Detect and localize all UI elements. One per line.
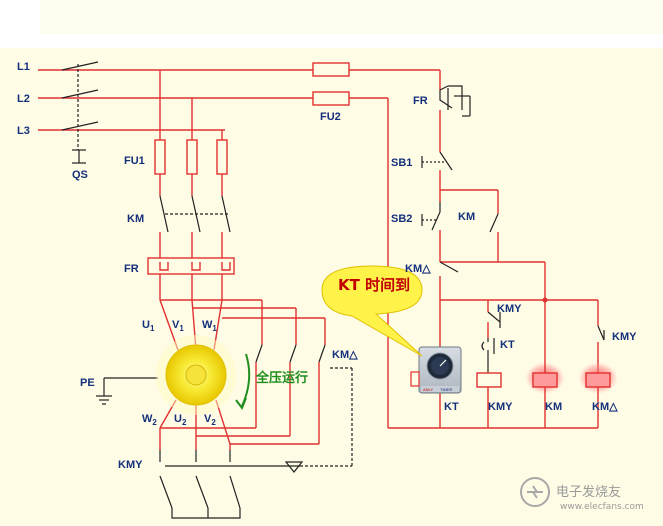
labels: L1 L2 L3 QS FU1 FU2 KM FR U1 V1 W1 W2 U2… (17, 61, 637, 471)
top-banner (0, 0, 663, 44)
label-coil-kmy: KMY (488, 401, 513, 413)
timer-relay: ANLY TIMER (410, 346, 462, 394)
label-coil-km: KM (545, 401, 562, 413)
top-banner-bar (40, 0, 663, 34)
label-km-ctrl: KM (458, 211, 475, 223)
label-w1: W1 (202, 319, 217, 333)
label-km-main: KM (127, 213, 144, 225)
label-v2: V2 (204, 413, 216, 427)
watermark: 电子发烧友 www.elecfans.com (520, 477, 644, 512)
label-coil-km-delta: KM△ (592, 401, 618, 413)
callout-text: KT 时间到 (338, 276, 410, 294)
label-v1: V1 (172, 319, 184, 333)
label-fu1: FU1 (124, 155, 145, 167)
power-lines (38, 61, 440, 164)
label-kmy-ctrl2: KMY (612, 331, 637, 343)
phase-verticals (96, 70, 353, 519)
timer-brand: ANLY (423, 387, 433, 392)
label-fu2: FU2 (320, 111, 341, 123)
label-km-delta-main: KM△ (332, 349, 358, 361)
watermark-main: 电子发烧友 (556, 484, 621, 500)
motor (156, 335, 251, 415)
watermark-sub: www.elecfans.com (560, 502, 644, 512)
control-circuit (387, 70, 618, 429)
label-l1: L1 (17, 61, 30, 73)
callout-bubble: KT 时间到 (321, 265, 423, 357)
label-sb1: SB1 (391, 157, 412, 169)
label-km-delta-ctrl: KM△ (405, 263, 431, 275)
label-kt-contact: KT (500, 339, 515, 351)
label-qs: QS (72, 169, 88, 181)
label-l2: L2 (17, 93, 30, 105)
fuse-fu2 (312, 62, 350, 106)
label-kmy-ctrl1: KMY (497, 303, 522, 315)
timer-model: TIMER (440, 387, 453, 392)
label-l3: L3 (17, 125, 30, 137)
label-sb2: SB2 (391, 213, 412, 225)
label-u2: U2 (174, 413, 187, 427)
label-pe: PE (80, 377, 95, 389)
label-fr-main: FR (124, 263, 139, 275)
run-label: 全压运行 (255, 370, 308, 386)
label-w2: W2 (142, 413, 157, 427)
label-u1: U1 (142, 319, 155, 333)
label-coil-kt: KT (444, 401, 459, 413)
label-kmy-main: KMY (118, 459, 143, 471)
label-fr-ctrl: FR (413, 95, 428, 107)
